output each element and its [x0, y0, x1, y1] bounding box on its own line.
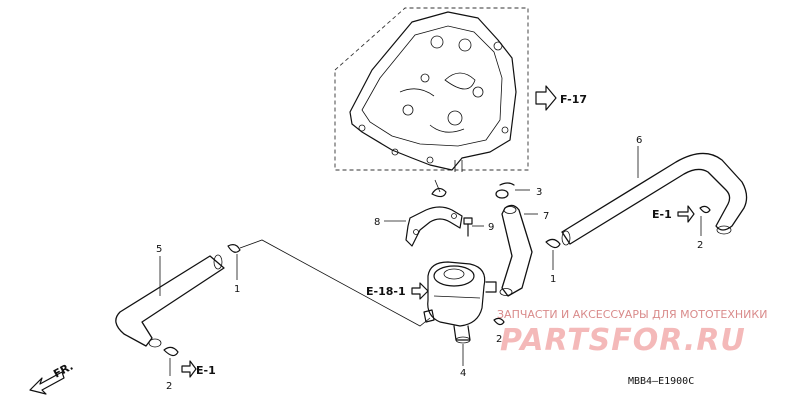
hose-7 — [499, 204, 538, 297]
watermark-caption: ЗАПЧАСТИ И АКСЕССУАРЫ ДЛЯ МОТОТЕХНИКИ — [497, 308, 767, 321]
callout-5: 5 — [156, 244, 162, 255]
callout-7: 7 — [543, 211, 549, 222]
callout-6: 6 — [636, 135, 642, 146]
callout-1-right: 1 — [550, 274, 556, 285]
leader-line — [239, 239, 431, 327]
ref-e1-right-label: E-1 — [652, 208, 672, 221]
callout-1-left: 1 — [234, 284, 240, 295]
ref-f17-label: F-17 — [560, 93, 587, 106]
bolt-9 — [463, 217, 484, 237]
cylinder-head-cover — [334, 7, 529, 172]
clamp-mid-right — [545, 238, 561, 270]
clamp-top — [431, 179, 447, 198]
hose-5 — [115, 254, 225, 348]
callout-3: 3 — [536, 187, 542, 198]
reference-e1-right: E-1 — [652, 205, 711, 236]
callout-2-right: 2 — [697, 240, 703, 251]
reference-e18: E-18-1 — [366, 282, 429, 300]
front-arrow: FR. — [29, 360, 75, 395]
reference-f17: F-17 — [535, 85, 587, 111]
watermark-brand: PARTSFOR.RU — [500, 323, 746, 358]
clip-3 — [495, 182, 530, 199]
ref-e1-left-label: E-1 — [196, 364, 216, 377]
clip-near-valve — [493, 317, 505, 326]
reference-e1-left: E-1 — [181, 360, 216, 378]
callout-9: 9 — [488, 222, 494, 233]
callout-2-valve: 2 — [496, 334, 502, 345]
ref-e18-label: E-18-1 — [366, 285, 406, 298]
hose-6 — [561, 146, 748, 246]
callout-8: 8 — [374, 217, 380, 228]
diagram-code: MBB4—E1900C — [628, 376, 694, 387]
air-valve-4 — [423, 261, 497, 366]
clamp-upper-left — [227, 244, 241, 280]
callout-2-left: 2 — [166, 381, 172, 392]
callout-4: 4 — [460, 368, 466, 379]
clip-lower-left — [163, 346, 179, 376]
bracket-8 — [384, 206, 463, 247]
